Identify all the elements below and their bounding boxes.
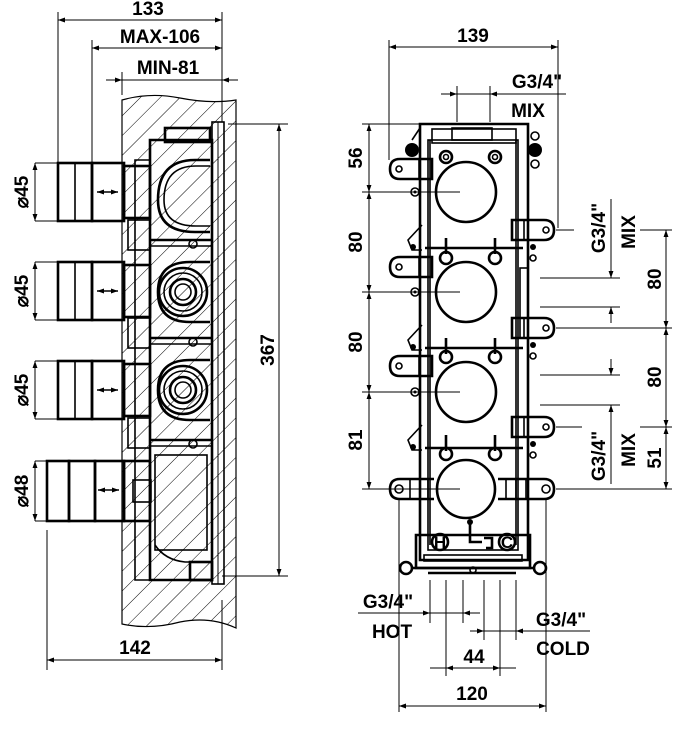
handle-1	[56, 161, 152, 223]
inlet-base: H C	[398, 519, 548, 576]
min-depth-label: MIN-81	[137, 58, 200, 79]
handle-thermostat	[45, 459, 152, 523]
side-view: ⌀45 ⌀45 ⌀45 ⌀48 133 MAX-106 MIN-81	[12, 0, 288, 670]
front-frame	[418, 122, 530, 562]
screw-lugs	[438, 149, 503, 462]
overall-depth-label: 133	[132, 0, 164, 20]
inlet-spacing-label: 44	[463, 647, 485, 668]
depth-dims	[57, 12, 238, 163]
bolt-top-right	[528, 143, 542, 157]
right-lower-mix-label: MIX	[619, 433, 640, 467]
right-mounting-ears	[510, 218, 556, 459]
right-upper-mix-label: MIX	[619, 215, 640, 249]
front-view: H C G3/4" HOT G3/4" COLD	[346, 26, 672, 712]
handle-3	[56, 359, 152, 421]
top-mix-thread-label: G3/4"	[512, 72, 562, 93]
handle-4-diameter-label: ⌀48	[12, 475, 33, 508]
top-mix-label: MIX	[511, 101, 545, 122]
hot-label: HOT	[372, 622, 413, 643]
hot-thread-label: G3/4"	[363, 592, 413, 613]
height-label: 367	[258, 334, 279, 366]
max-depth-label: MAX-106	[120, 27, 200, 48]
hot-valve-mark	[430, 532, 450, 552]
right-spacing-1-label: 80	[645, 268, 666, 289]
bottom-width-label: 142	[119, 638, 151, 659]
thermostat-chamber	[154, 454, 208, 551]
right-spacing-3-label: 51	[645, 447, 666, 469]
chamber-dividers	[127, 219, 212, 449]
handle-2	[56, 260, 152, 322]
cold-mark-label: C	[501, 533, 513, 552]
diverter-chamber	[156, 158, 210, 234]
left-spacing-dims	[362, 123, 460, 490]
cold-thread-label: G3/4"	[536, 610, 586, 631]
hot-mark-label: H	[434, 533, 446, 552]
bolt-top-left	[405, 143, 419, 157]
handle-1-diameter-label: ⌀45	[12, 175, 33, 208]
cold-label: COLD	[536, 639, 590, 660]
right-spacing-2-label: 80	[645, 366, 666, 387]
handle-diameter-dims	[32, 162, 60, 522]
spacing-3-label: 81	[346, 429, 367, 451]
spacing-1-label: 80	[346, 231, 367, 252]
height-dim	[222, 123, 288, 577]
handle-3-diameter-label: ⌀45	[12, 373, 33, 406]
spacing-2-label: 80	[346, 331, 367, 352]
mount-width-label: 120	[456, 684, 488, 705]
cold-valve-mark	[497, 532, 517, 552]
left-mounting-ears	[388, 157, 434, 451]
bottom-width-dim	[46, 530, 223, 670]
top-offset-label: 56	[346, 147, 367, 168]
overall-width-label: 139	[457, 26, 489, 47]
right-lower-thread-label: G3/4"	[589, 431, 610, 481]
handle-2-diameter-label: ⌀45	[12, 274, 33, 307]
cartridge-rings-1	[156, 260, 210, 324]
right-upper-thread-label: G3/4"	[589, 203, 610, 253]
right-outlet-dims	[540, 199, 672, 490]
flow-arrow-icon	[468, 522, 482, 544]
cartridge-rings-2	[156, 358, 210, 422]
